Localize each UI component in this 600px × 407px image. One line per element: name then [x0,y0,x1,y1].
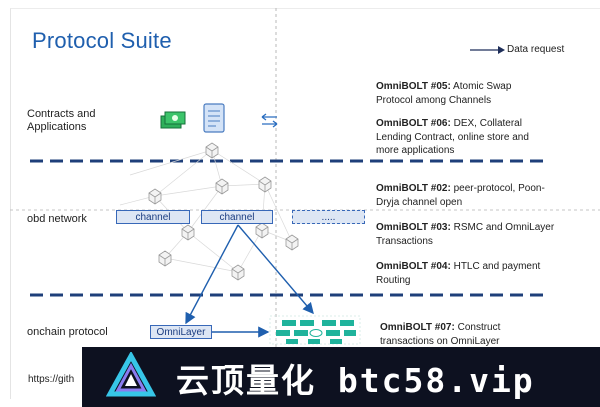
network-node [205,142,219,159]
description-text: RSMC and OmniLayer Transactions [376,222,555,247]
network-node [258,176,272,193]
network-node [255,222,269,239]
layer-label-onchain: onchain protocol [27,326,108,338]
swap-arrows-icon [261,113,278,128]
legend-arrow-icon [470,46,505,54]
description-omnibolt-07: OmniBOLT #07: Construct transactions on … [380,321,500,348]
description-id: OmniBOLT #07: [380,322,455,333]
network-node [158,250,172,267]
network-nodes [148,142,299,281]
layer-label-contracts: Contracts and Applications [27,108,96,133]
description-id: OmniBOLT #02: [376,183,451,194]
more-channels-box: ..... [292,210,365,224]
network-node [215,178,229,195]
description-text: DEX, Collateral Lending Contract, online… [376,118,529,156]
watermark-logo-icon [106,352,156,397]
contract-scroll-icon [203,103,225,133]
description-id: OmniBOLT #04: [376,261,451,272]
channel-box-1: channel [116,210,190,224]
network-node [181,224,195,241]
description-id: OmniBOLT #06: [376,118,451,129]
page-title: Protocol Suite [32,28,172,53]
description-text: HTLC and payment Routing [376,261,541,286]
description-text: Construct transactions on OmniLayer [380,322,501,347]
money-bills-icon [160,111,186,129]
watermark-text: 云顶量化 btc58.vip [176,361,535,400]
description-omnibolt-03: OmniBOLT #03: RSMC and OmniLayer Transac… [376,221,554,248]
legend-label: Data request [507,44,565,55]
description-id: OmniBOLT #05: [376,81,451,92]
arrow-channel-to-transactions [237,224,314,315]
layer-label-obd-network: obd network [27,213,87,225]
onchain-transactions-graphic [269,315,361,345]
data-request-arrows [185,224,314,338]
omnilayer-box: OmniLayer [150,325,212,339]
network-node [285,234,299,251]
legend: Data request [468,43,588,57]
description-omnibolt-05: OmniBOLT #05: Atomic Swap Protocol among… [376,80,511,107]
description-omnibolt-04: OmniBOLT #04: HTLC and payment Routing [376,260,540,287]
description-id: OmniBOLT #03: [376,222,451,233]
watermark-banner [82,347,600,407]
description-text: Atomic Swap Protocol among Channels [376,81,512,106]
description-omnibolt-06: OmniBOLT #06: DEX, Collateral Lending Co… [376,117,529,158]
description-text: peer-protocol, Poon- Dryja channel open [376,183,545,208]
network-node [231,264,245,281]
channel-box-2: channel [201,210,273,224]
network-node [148,188,162,205]
arrow-channel-to-omnilayer [185,224,239,325]
footer-url: https://gith [28,374,75,385]
description-omnibolt-02: OmniBOLT #02: peer-protocol, Poon- Dryja… [376,182,545,209]
